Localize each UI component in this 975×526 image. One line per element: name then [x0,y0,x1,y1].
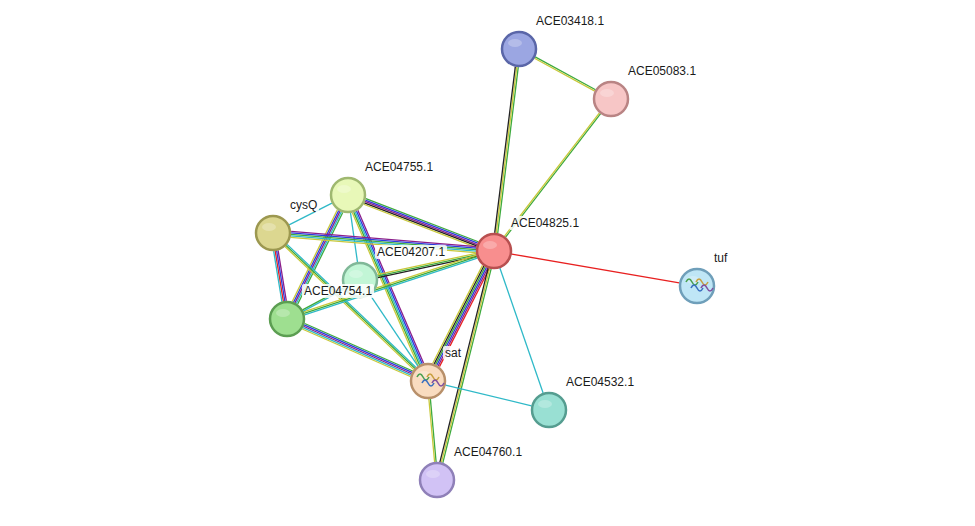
node-circle [500,30,538,68]
node-label: ACE04760.1 [452,445,524,459]
evidence-line [433,265,483,363]
evidence-line [441,268,489,462]
node-disc [532,393,566,427]
node-label: sat [443,346,463,360]
node-disc [270,302,304,336]
protein-node: ACE05083.1 [592,80,630,118]
evidence-line [504,113,599,236]
node-label: ACE04755.1 [363,160,435,174]
interaction-edge [274,250,287,301]
evidence-line [500,268,543,393]
node-label: ACE04207.1 [375,245,447,259]
evidence-line [303,328,411,376]
interaction-edge [504,113,600,237]
evidence-line [304,325,412,373]
node-circle [592,80,630,118]
evidence-line [275,251,283,301]
node-circle [268,300,306,338]
node-circle [418,461,456,499]
node-circle [530,391,568,429]
node-circle [409,362,447,400]
interaction-edge [433,265,489,366]
protein-node: ACE04532.1 [530,391,568,429]
protein-structure [427,374,439,380]
node-highlight [600,89,614,97]
node-circle [475,232,513,270]
evidence-line [495,67,516,233]
node-highlight [508,39,522,47]
protein-structure [432,380,444,386]
interaction-edge [512,254,680,283]
node-circle [678,267,716,305]
evidence-line [302,329,410,377]
node-label: ACE04754.1 [302,284,374,298]
evidence-line [534,58,594,91]
node-disc [420,463,454,497]
node-highlight [349,270,363,278]
evidence-line [446,385,532,406]
protein-structure [701,285,713,291]
evidence-line [496,67,517,233]
interaction-edge [302,323,412,376]
node-highlight [262,223,276,231]
node-disc [594,82,628,116]
evidence-line [512,254,680,283]
node-highlight [538,400,552,408]
node-label: cysQ [288,198,319,212]
node-circle [254,214,292,252]
protein-node: tuf [678,267,716,305]
node-label: ACE04825.1 [509,216,581,230]
node-disc [411,364,445,398]
evidence-line [506,114,601,237]
evidence-line [498,67,519,233]
interaction-edge [440,268,491,463]
interaction-edge [534,57,595,91]
node-highlight [426,470,440,478]
evidence-line [438,268,488,366]
protein-node: ACE04755.1 [329,176,367,214]
protein-node: ACE04760.1 [418,461,456,499]
node-label: ACE03418.1 [534,14,606,28]
evidence-line [274,251,282,301]
evidence-line [305,323,413,371]
protein-node: cysQ [254,214,292,252]
evidence-line [443,269,491,463]
node-circle [329,176,367,214]
node-disc [256,216,290,250]
evidence-line [303,326,411,374]
protein-node: ACE04754.1 [268,300,306,338]
protein-node: ACE03418.1 [500,30,538,68]
node-label: tuf [712,251,729,265]
protein-node: sat [409,362,447,400]
evidence-line [285,247,414,370]
interaction-edge [429,399,436,462]
node-disc [680,269,714,303]
evidence-line [366,199,478,242]
evidence-line [429,399,435,462]
interaction-edge [446,385,532,406]
interaction-edge [495,67,519,234]
evidence-line [439,269,489,367]
node-highlight [483,241,497,249]
evidence-line [364,203,476,246]
node-disc [502,32,536,66]
node-highlight [276,309,290,317]
evidence-line [365,200,477,243]
evidence-line [535,57,595,90]
interaction-edge [500,268,543,393]
node-highlight [337,185,351,193]
node-disc [331,178,365,212]
node-label: ACE05083.1 [626,64,698,78]
evidence-line [365,201,477,244]
evidence-line [440,268,488,462]
node-disc [477,234,511,268]
protein-structure [696,279,708,285]
protein-node: ACE04825.1 [475,232,513,270]
node-label: ACE04532.1 [564,375,636,389]
